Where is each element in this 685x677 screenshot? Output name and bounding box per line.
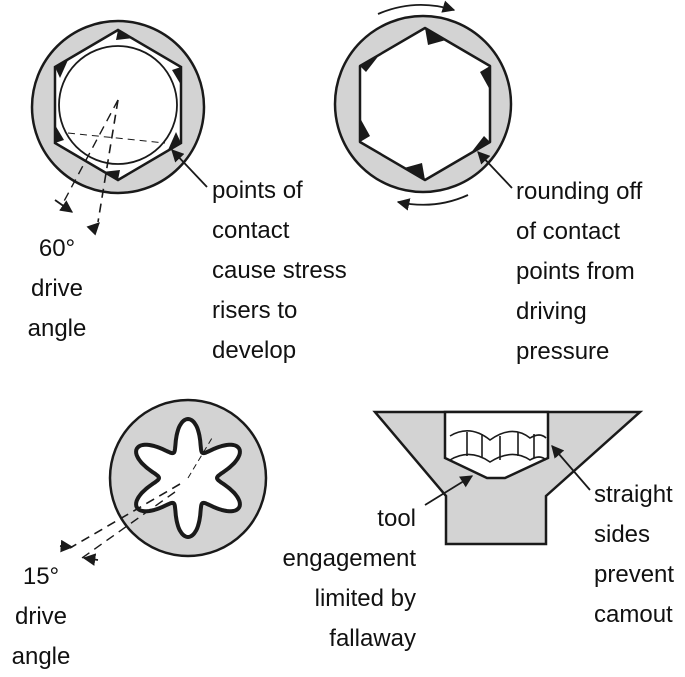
- callout-line: limited by: [314, 585, 416, 612]
- angle-arrow: [82, 553, 99, 566]
- callout-line: points from: [516, 258, 635, 285]
- callout-line: points of: [212, 177, 303, 204]
- drive-angle-line-b: [81, 491, 176, 559]
- rounded-contact-wedge: [360, 118, 370, 142]
- hex-centre-line: [67, 132, 166, 144]
- angle-arrow: [86, 222, 100, 236]
- tool-recess: [443, 410, 550, 480]
- contact-point-wedge: [55, 60, 68, 78]
- callout-line: prevent: [594, 561, 675, 588]
- callout-line: camout: [594, 601, 673, 628]
- rounded-contact-wedge: [470, 136, 490, 154]
- hex-angle-value: 60°: [38, 235, 76, 262]
- callout-line: straight: [594, 481, 673, 508]
- angle-arrow: [54, 199, 74, 213]
- points-of-contact-leader: [171, 149, 208, 188]
- contact-point-wedge: [168, 132, 181, 150]
- hex-key-round-profile: [58, 45, 178, 165]
- lobe-centre-line: [187, 437, 213, 479]
- rotation-arrow-bottom: [396, 194, 469, 211]
- rounded-contact-wedge: [480, 66, 490, 90]
- six-lobe-socket-figure: [59, 398, 268, 566]
- lobe-drive-angle-label: 15° drive angle: [0, 557, 82, 677]
- rounded-contact-wedge: [360, 54, 380, 72]
- drive-angle-line-a: [97, 99, 119, 223]
- rounded-hex-socket-figure: [333, 0, 513, 211]
- contact-point-wedge: [102, 170, 120, 180]
- callout-line: driving: [516, 298, 587, 325]
- callout-line: contact: [212, 217, 290, 244]
- tool-tip: [449, 430, 547, 463]
- hex-angle-word-1: drive: [30, 275, 84, 302]
- callout-line: pressure: [516, 338, 610, 365]
- contact-point-wedge: [172, 67, 181, 85]
- callout-line: rounding off: [516, 178, 643, 205]
- hex-socket-figure: [30, 19, 208, 236]
- callout-line: fallaway: [329, 625, 416, 652]
- hex-angle-word-2: angle: [27, 315, 87, 342]
- callout-line: risers to: [212, 297, 298, 324]
- contact-point-wedge: [116, 30, 134, 40]
- drive-angle-line-b: [61, 99, 119, 206]
- rounding-off-callout: rounding off of contact points from driv…: [516, 172, 642, 372]
- rounding-off-leader: [477, 151, 513, 189]
- hex-drive-angle-label: 60° drive angle: [14, 229, 100, 349]
- straight-sides-leader: [551, 445, 591, 491]
- fallaway-callout: tool engagement limited by fallaway: [262, 499, 416, 659]
- fastener-cross-section-figure: [372, 410, 644, 546]
- callout-line: of contact: [516, 218, 621, 245]
- lobe-angle-value: 15°: [22, 563, 60, 590]
- callout-line: develop: [212, 337, 297, 364]
- lobe-angle-word-1: drive: [14, 603, 68, 630]
- rotation-arrow-top: [377, 0, 456, 15]
- drive-angle-line-a: [69, 483, 181, 549]
- points-of-contact-callout: points of contact cause stress risers to…: [212, 171, 347, 371]
- callout-line: cause stress: [212, 257, 347, 284]
- callout-line: engagement: [282, 545, 416, 572]
- callout-line: sides: [594, 521, 651, 548]
- camout-callout: straight sides prevent camout: [594, 475, 674, 635]
- callout-line: tool: [377, 505, 416, 532]
- contact-point-wedge: [55, 125, 64, 143]
- angle-arrow: [59, 539, 74, 553]
- rounded-contact-wedge: [425, 28, 446, 45]
- fallaway-leader: [424, 475, 474, 506]
- rounded-contact-wedge: [404, 163, 425, 180]
- lobe-angle-word-2: angle: [11, 643, 71, 670]
